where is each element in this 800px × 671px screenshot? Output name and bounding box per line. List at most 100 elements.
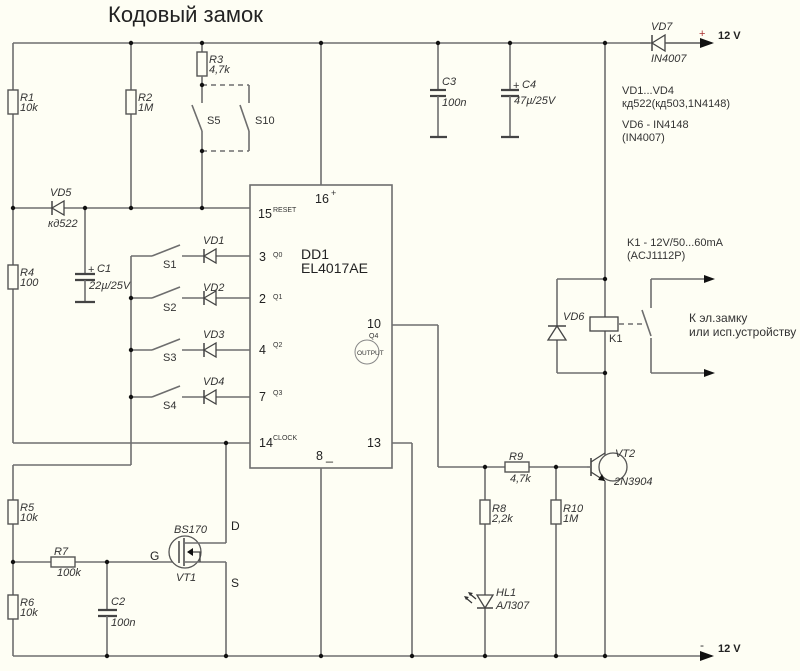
switch-s5[interactable]: S5 [191,104,220,132]
resistor-r5: R5 10k [7,499,38,525]
r6-value: 10k [20,607,38,619]
vt1-drain-label: D [231,519,240,533]
r8-value: 2,2k [491,513,513,525]
negative-arrow-icon [700,651,714,661]
vd5-ref: VD5 [50,187,72,199]
dd1-pin3-num: 3 [259,250,266,264]
vd2-ref: VD2 [203,282,224,294]
resistor-r1: R1 10k [7,89,38,115]
dd1-pin14-num: 14 [259,436,273,450]
s5-label: S5 [207,115,220,127]
r4-ref: R4 [20,267,34,279]
vt2-value: 2N3904 [613,476,653,488]
resistor-r3: R3 4,7k [196,51,230,77]
resistor-r7: R7 100k [50,546,81,579]
dd1-pin16-name: + [331,188,336,198]
c2-value: 100n [111,617,135,629]
r7-ref: R7 [54,546,69,558]
hl1-ref: HL1 [496,587,516,599]
r10-value: 1M [563,513,579,525]
diode-vd1: VD1 [202,235,224,265]
dd1-pin4-name: Q2 [273,342,282,349]
c4-value: 47µ/25V [514,95,557,107]
resistor-r9: R9 4,7k [504,451,531,485]
dd1-pin15-num: 15 [258,207,272,221]
relay-k1: K1 [589,278,706,374]
diode-vd5: VD5 кд522 [48,187,78,230]
dd1-pin7-num: 7 [259,390,266,404]
switch-s4[interactable]: S4 [151,385,181,412]
dd1-ref: DD1 [301,246,329,262]
note-vd6-line1: VD6 - IN4148 [622,119,689,131]
diode-vd2: VD2 [202,282,224,307]
positive-sign: + [699,28,705,40]
load-label-line2: или исп.устройству [689,325,796,339]
dd1-pin14-name: CLOCK [273,435,297,442]
vd6-ref: VD6 [563,311,585,323]
r1-value: 10k [20,102,38,114]
c3-value: 100n [442,97,466,109]
r2-value: 1M [138,102,154,114]
vd3-ref: VD3 [203,329,225,341]
c4-polarity: + [513,80,519,92]
switch-s2[interactable]: S2 [151,286,181,314]
dd1-pin16-num: 16 [315,192,329,206]
vd7-ref: VD7 [651,21,673,33]
dd1-part: EL4017AE [301,260,368,276]
r9-value: 4,7k [510,473,531,485]
r6-ref: R6 [20,597,35,609]
vt1-value: BS170 [174,524,208,536]
c2-ref: C2 [111,596,125,608]
capacitor-c1: + C1 22µ/25V [75,208,132,304]
c3-ref: C3 [442,76,457,88]
c1-ref: C1 [97,263,111,275]
c1-polarity: + [88,264,94,276]
switch-s3[interactable]: S3 [151,338,181,364]
r10-ref: R10 [563,503,584,515]
s4-label: S4 [163,400,176,412]
dd1-pin4-num: 4 [259,343,266,357]
vt1-source-label: S [231,576,239,590]
r7-value: 100k [57,567,81,579]
note-relay-line1: K1 - 12V/50...60mA [627,237,724,249]
switch-s1[interactable]: S1 [151,244,181,271]
r8-ref: R8 [492,503,507,515]
s1-label: S1 [163,259,176,271]
resistor-r2: R2 1M [125,89,154,115]
ic-dd1: 16 + 15 RESET DD1 EL4017AE 3 Q0 2 Q1 4 Q… [249,184,393,469]
capacitor-c4: + C4 47µ/25V [501,43,557,139]
capacitor-c2: C2 100n [98,562,135,656]
capacitor-c3: C3 100n [430,43,466,139]
dd1-pin8-name: _ [325,449,334,463]
resistor-r4: R4 100 [7,264,39,290]
vt1-ref: VT1 [176,572,196,584]
dd1-pin8-num: 8 [316,449,323,463]
hl1-value: АЛ307 [495,600,530,612]
positive-arrow-icon [700,38,714,48]
vt2-ref: VT2 [615,448,635,460]
k1-ref: K1 [609,333,622,345]
negative-sign: - [700,638,704,652]
diode-vd6: VD6 [546,311,585,341]
vd4-ref: VD4 [203,376,224,388]
r1-ref: R1 [20,92,34,104]
negative-voltage-label: 12 V [718,643,741,655]
r5-ref: R5 [20,502,35,514]
load-arrow-top-icon [704,275,715,283]
vd7-value: IN4007 [651,53,687,65]
dd1-output-label: OUTPUT [357,350,384,357]
vd5-value: кд522 [48,218,78,230]
resistor-r10: R10 1M [550,499,584,525]
s2-label: S2 [163,302,176,314]
switch-s10[interactable]: S10 [239,104,275,132]
diode-vd7: VD7 IN4007 [640,21,700,65]
s10-label: S10 [255,115,275,127]
r5-value: 10k [20,512,38,524]
mosfet-vt1: BS170 VT1 G D S [150,519,240,590]
c1-value: 22µ/25V [88,280,132,292]
dd1-pin15-name: RESET [273,207,297,214]
output-marker-icon [354,339,380,365]
load-label-line1: К эл.замку [689,311,747,325]
s3-label: S3 [163,352,176,364]
